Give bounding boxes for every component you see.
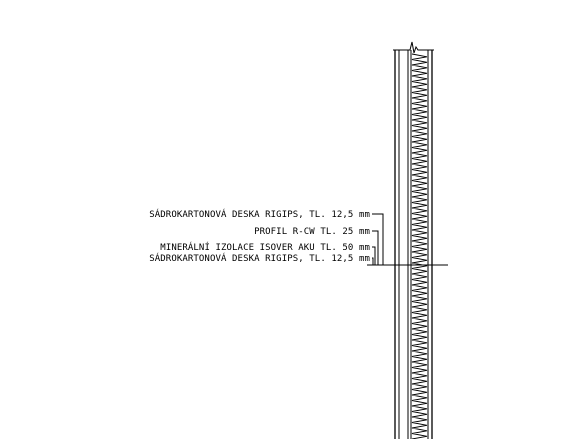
label-insulation: MINERÁLNÍ IZOLACE ISOVER AKU TL. 50 mm [160, 241, 370, 253]
leader-lines [372, 213, 384, 265]
insulation-hatch [411, 53, 428, 439]
leader-4 [372, 257, 374, 265]
label-profile: PROFIL R-CW TL. 25 mm [254, 227, 370, 237]
label-gypsum-board-inner: SÁDROKARTONOVÁ DESKA RIGIPS, TL. 12,5 mm [149, 252, 370, 264]
leader-3 [372, 246, 376, 265]
label-gypsum-board-outer: SÁDROKARTONOVÁ DESKA RIGIPS, TL. 12,5 mm [149, 208, 370, 220]
break-mark [393, 41, 434, 54]
leader-1 [372, 213, 384, 265]
leader-2 [372, 230, 379, 265]
wall-section [367, 41, 448, 439]
